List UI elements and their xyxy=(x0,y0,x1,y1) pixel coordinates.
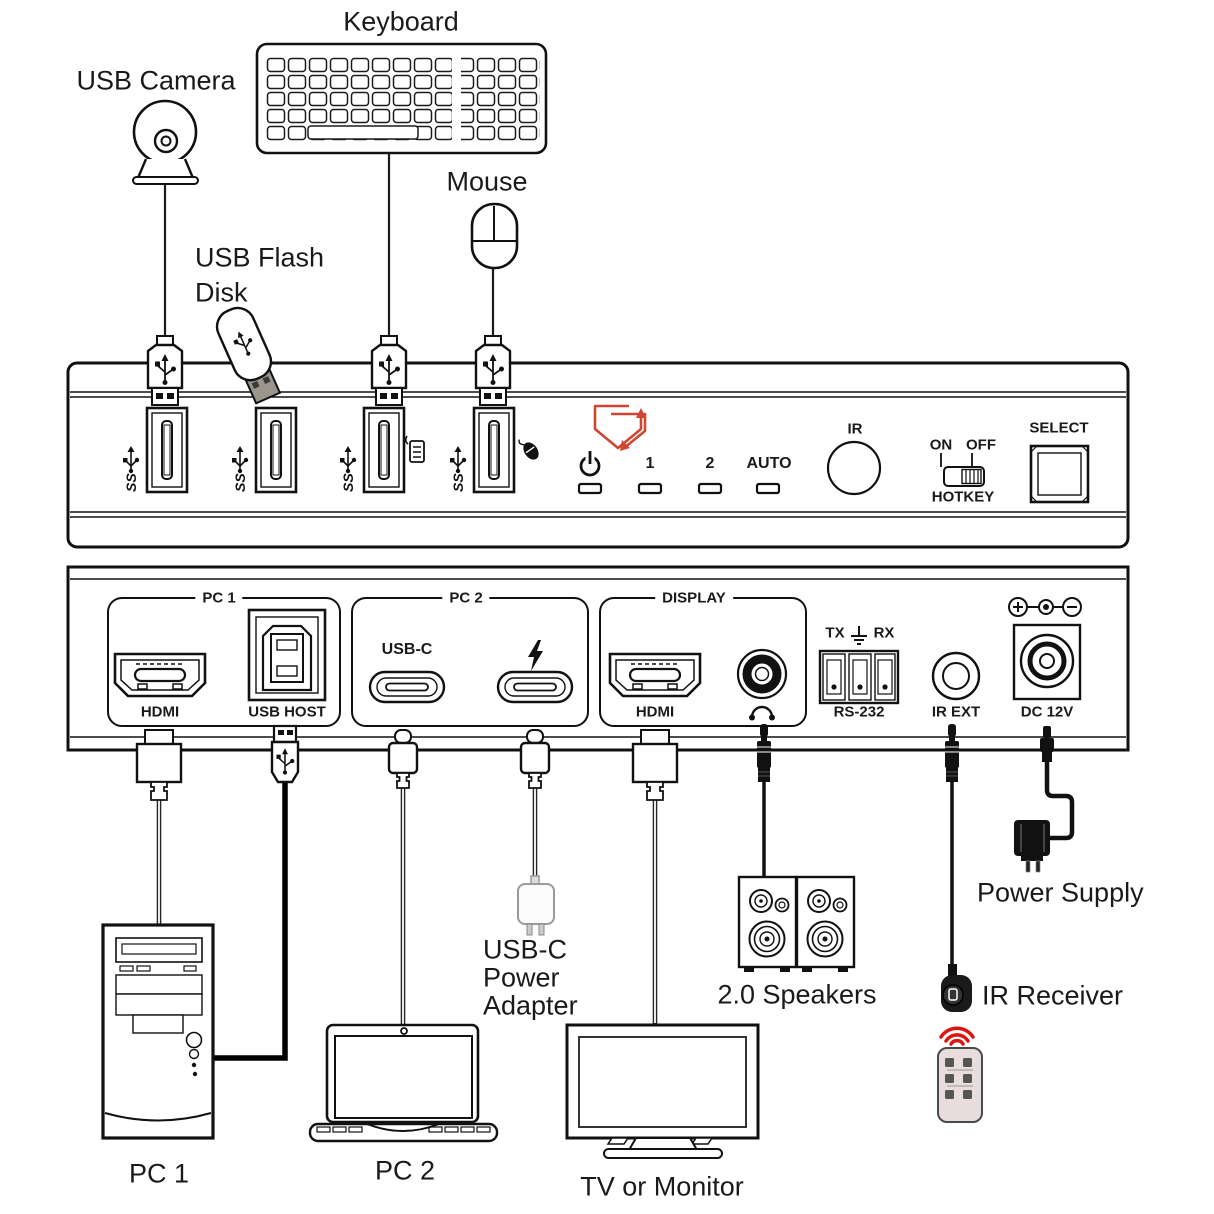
rear-panel xyxy=(66,565,1130,752)
ir-label: IR xyxy=(847,420,863,438)
channel-1-label: 1 xyxy=(645,455,655,472)
pc1-tower xyxy=(101,923,215,1140)
usbc-port-power[interactable] xyxy=(496,670,574,704)
bottom-cables xyxy=(156,760,1075,1061)
status-leds xyxy=(577,482,781,495)
top-cables xyxy=(163,153,495,337)
ground-icon xyxy=(851,626,867,645)
hotkey-label: HOTKEY xyxy=(931,488,995,506)
usb-flash-disk xyxy=(215,306,282,405)
polarity-icon xyxy=(1008,597,1082,617)
usbc-port-data[interactable] xyxy=(368,670,446,704)
dc-jack[interactable] xyxy=(1012,623,1082,701)
pc2-laptop xyxy=(308,1023,499,1143)
mouse-image xyxy=(470,202,519,270)
hdmi-port-display[interactable] xyxy=(608,652,702,698)
rs232-terminal[interactable] xyxy=(818,649,900,705)
lightning-icon xyxy=(528,640,543,671)
ir-waves-icon xyxy=(939,1026,975,1046)
select-label: SELECT xyxy=(1029,419,1089,437)
pc1-label: PC 1 xyxy=(128,1158,190,1189)
audio-jack[interactable] xyxy=(736,648,788,700)
ir-receiver-label: IR Receiver xyxy=(982,980,1124,1011)
speakers-label: 2.0 Speakers xyxy=(717,979,877,1010)
speakers xyxy=(737,875,856,972)
flash-disk-label-line2: Disk xyxy=(195,277,248,308)
usb-host-port[interactable] xyxy=(247,608,327,702)
usbc-power-label-line3: Adapter xyxy=(483,990,578,1021)
usb-camera-label: USB Camera xyxy=(76,65,236,96)
ir-ext-jack[interactable] xyxy=(931,651,981,701)
usb-host-label: USB HOST xyxy=(248,703,326,721)
group-pc2-label: PC 2 xyxy=(442,590,490,606)
usbc-port-label: USB-C xyxy=(381,641,433,658)
flash-disk-label-line1: USB Flash xyxy=(195,242,325,273)
power-supply-label: Power Supply xyxy=(977,877,1144,908)
mouse-label: Mouse xyxy=(446,166,528,197)
usb-plug-camera xyxy=(148,336,182,405)
rs232-label: RS-232 xyxy=(833,703,885,721)
power-icon xyxy=(579,451,601,477)
usb-host-plug xyxy=(270,724,300,784)
usb-plug-mouse xyxy=(476,336,510,405)
auto-label: AUTO xyxy=(746,455,792,472)
tv-monitor xyxy=(565,1023,760,1159)
dc-plug xyxy=(1040,726,1054,762)
brand-logo xyxy=(593,404,647,451)
tx-label: TX xyxy=(825,624,845,642)
hdmi-port-pc1[interactable] xyxy=(113,652,207,698)
hotkey-off-label: OFF xyxy=(966,436,996,454)
hdmi-pc1-label: HDMI xyxy=(140,703,180,721)
select-button[interactable] xyxy=(1029,444,1090,504)
tv-label: TV or Monitor xyxy=(580,1171,744,1202)
mouse-icon xyxy=(518,439,539,460)
battery-icon xyxy=(404,435,425,463)
usbc-power-adapter xyxy=(517,875,555,936)
channel-2-label: 2 xyxy=(705,455,715,472)
dc-12v-label: DC 12V xyxy=(1020,703,1074,721)
group-pc1-label: PC 1 xyxy=(195,590,243,606)
remote-control xyxy=(937,1047,983,1123)
pc2-label: PC 2 xyxy=(374,1155,436,1186)
usbc-power-label-line1: USB-C xyxy=(483,934,568,965)
front-panel xyxy=(66,361,1130,549)
power-supply-adapter xyxy=(1014,820,1050,873)
headphone-icon xyxy=(749,705,775,721)
rx-label: RX xyxy=(873,624,895,642)
usb-plug-keyboard xyxy=(372,336,406,405)
hotkey-switch[interactable] xyxy=(940,453,985,487)
hdmi-display-label: HDMI xyxy=(635,703,675,721)
keyboard-label: Keyboard xyxy=(343,6,459,37)
ir-ext-label: IR EXT xyxy=(931,703,981,721)
ir-receiver-dongle xyxy=(941,964,972,1012)
group-display-label: DISPLAY xyxy=(655,590,733,606)
usbc-power-label-line2: Power xyxy=(483,962,560,993)
usb-camera xyxy=(132,99,199,185)
hotkey-on-label: ON xyxy=(929,436,953,454)
ir-window xyxy=(826,440,882,496)
keyboard-image xyxy=(255,42,548,155)
